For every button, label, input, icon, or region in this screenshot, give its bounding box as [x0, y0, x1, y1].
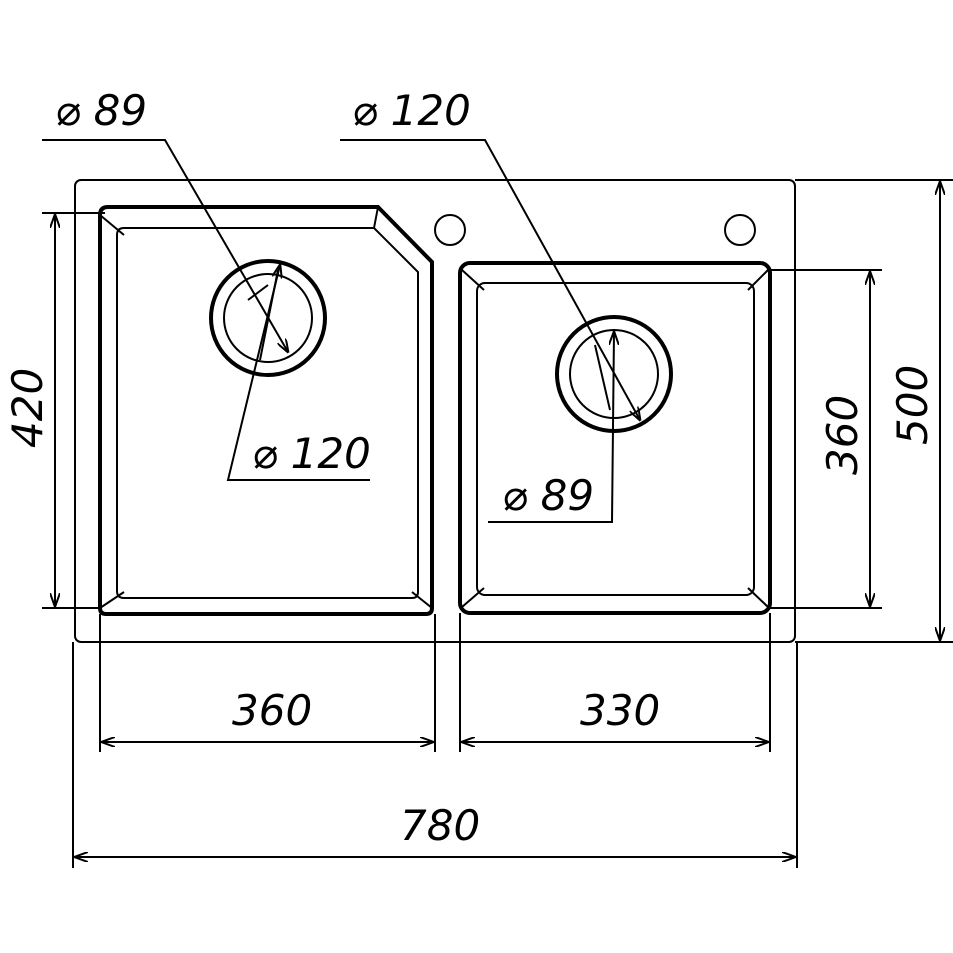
left-bowl [98, 205, 434, 616]
faucet-hole-left [434, 214, 466, 246]
leader-lines [42, 139, 640, 523]
label-780: 780 [400, 801, 480, 850]
label-500: 500 [888, 365, 937, 445]
label-420: 420 [3, 368, 52, 448]
extension-lines [42, 179, 953, 868]
left-drain [209, 259, 327, 377]
label-right-drain-120: ⌀ 120 [352, 86, 471, 135]
label-360-vertical: 360 [818, 395, 867, 475]
sink-countertop-outline [74, 179, 796, 643]
right-bowl [458, 261, 772, 615]
label-left-drain-120: ⌀ 120 [252, 429, 371, 478]
label-360: 360 [232, 686, 312, 735]
label-left-drain-89: ⌀ 89 [55, 86, 147, 135]
label-right-drain-89: ⌀ 89 [502, 471, 594, 520]
label-330: 330 [580, 686, 660, 735]
faucet-hole-right [724, 214, 756, 246]
